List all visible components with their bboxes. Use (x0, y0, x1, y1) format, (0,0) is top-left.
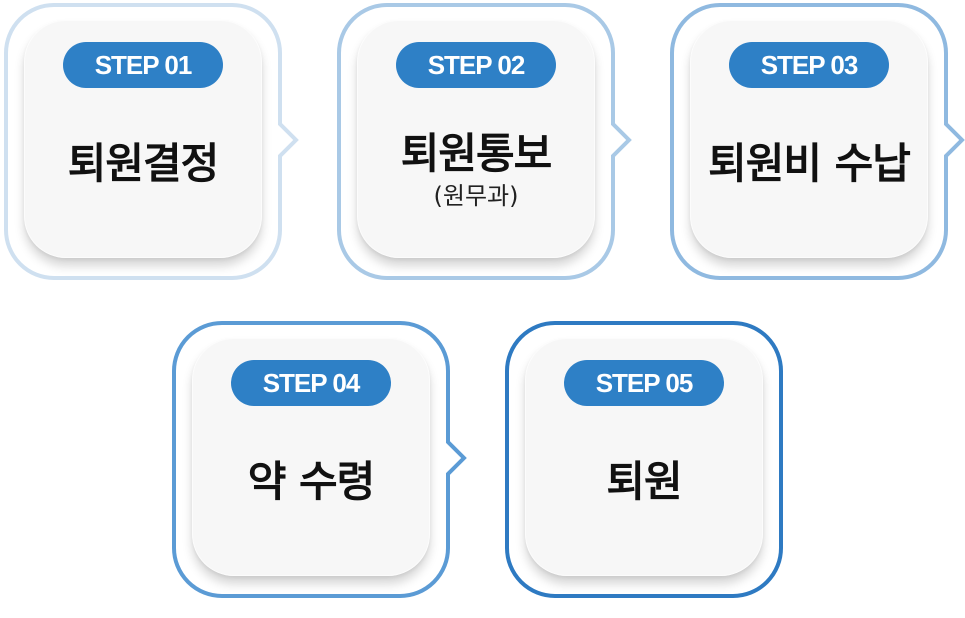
step-title: 퇴원통보 (400, 129, 553, 178)
step-card: STEP 04 약 수령 (192, 338, 430, 576)
step-05: STEP 05 퇴원 (505, 320, 785, 600)
step-outline (670, 3, 965, 280)
step-03: STEP 03 퇴원비 수납 (670, 2, 965, 282)
step-outline (505, 321, 783, 598)
step-title: 퇴원결정 (67, 139, 220, 188)
step-card: STEP 02 퇴원통보 (원무과) (357, 20, 595, 258)
step-title: 퇴원 (606, 457, 682, 506)
step-badge: STEP 02 (396, 42, 556, 88)
step-title: 약 수령 (247, 457, 376, 506)
step-outline (172, 321, 467, 598)
step-outline (4, 3, 299, 280)
step-badge: STEP 03 (729, 42, 889, 88)
step-02: STEP 02 퇴원통보 (원무과) (337, 2, 632, 282)
step-badge: STEP 05 (564, 360, 724, 406)
step-outline (337, 3, 632, 280)
step-badge: STEP 01 (63, 42, 223, 88)
step-card: STEP 03 퇴원비 수납 (690, 20, 928, 258)
step-card: STEP 01 퇴원결정 (24, 20, 262, 258)
step-card: STEP 05 퇴원 (525, 338, 763, 576)
step-04: STEP 04 약 수령 (172, 320, 467, 600)
step-01: STEP 01 퇴원결정 (4, 2, 299, 282)
step-subtitle: (원무과) (433, 182, 519, 210)
step-title: 퇴원비 수납 (708, 139, 911, 188)
step-badge: STEP 04 (231, 360, 391, 406)
